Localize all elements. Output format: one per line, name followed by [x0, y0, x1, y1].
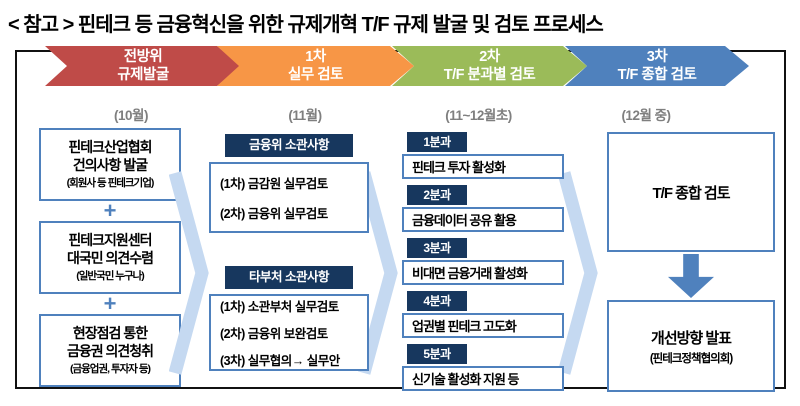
stage-arrow-subcommittee-review: 2차 T/F 분과별 검토 — [392, 46, 587, 86]
box-onsite-inspection: 현장점검 통한 금융권 의견청취 (금융업권, 투자자 등) — [39, 314, 181, 387]
review-step: (1차) 소관부처 실무검토 — [220, 300, 339, 314]
box-fintech-support-center: 핀테크지원센터 대국민 의견수렴 (일반국민 누구나) — [39, 221, 181, 294]
chevron-right-icon — [169, 171, 209, 375]
subcommittee-3: 3분과 비대면 금융거래 활성화 — [402, 238, 564, 285]
box-subtitle: (핀테크정책협의회) — [649, 352, 733, 365]
box-tf-comprehensive-review: T/F 종합 검토 — [607, 132, 775, 252]
chevron-right-icon — [558, 171, 598, 375]
chip-fsc-jurisdiction: 금융위 소관사항 — [225, 134, 353, 157]
column-final-review: T/F 종합 검토 개선방향 발표 (핀테크정책협의회) — [607, 132, 775, 392]
subcommittee-topic: 업권별 핀테크 고도화 — [402, 313, 564, 338]
stage-arrow-working-review: 1차 실무 검토 — [217, 46, 414, 86]
box-other-ministry-review-steps: (1차) 소관부처 실무검토 (2차) 금융위 보완검토 (3차) 실무협의→ … — [209, 294, 369, 371]
subcommittee-chip: 2분과 — [407, 185, 467, 205]
box-subtitle: (일반국민 누구나) — [76, 270, 145, 282]
subcommittee-1: 1분과 핀테크 투자 활성화 — [402, 132, 564, 179]
spacer — [209, 233, 369, 266]
chevron-right-icon — [358, 171, 398, 375]
subcommittee-5: 5분과 신기술 활성화 지원 등 — [402, 344, 564, 391]
page-title: < 참고 > 핀테크 등 금융혁신을 위한 규제개혁 T/F 규제 발굴 및 검… — [8, 14, 604, 36]
subcommittee-topic: 금융데이터 공유 활용 — [402, 207, 564, 232]
subcommittee-chip: 1분과 — [407, 132, 467, 152]
subcommittee-chip: 3분과 — [407, 238, 467, 258]
stage-month-4: (12월 중) — [621, 108, 671, 123]
stage-arrow-discovery: 전방위 규제발굴 — [45, 46, 241, 86]
down-arrow-icon — [668, 254, 714, 298]
stage-arrow-label: 1차 실무 검토 — [288, 48, 343, 83]
plus-icon: + — [103, 198, 117, 223]
box-title: 핀테크지원센터 대국민 의견수렴 — [66, 232, 154, 266]
box-title: 개선방향 발표 — [651, 329, 732, 347]
diagram-frame: 전방위 규제발굴 1차 실무 검토 2차 T/F 분과별 검토 3차 T/F 종… — [15, 50, 786, 392]
subcommittee-topic: 비대면 금융거래 활성화 — [402, 260, 564, 285]
subcommittee-topic: 신기술 활성화 지원 등 — [402, 366, 564, 391]
review-step: (2차) 금융위 보완검토 — [220, 327, 328, 341]
subcommittee-4: 4분과 업권별 핀테크 고도화 — [402, 291, 564, 338]
plus-icon: + — [103, 291, 117, 316]
stage-month-3: (11~12월초) — [445, 108, 512, 123]
box-title: T/F 종합 검토 — [652, 184, 730, 202]
stage-arrow-final-review: 3차 T/F 종합 검토 — [565, 46, 749, 86]
review-step: (2차) 금융위 실무검토 — [220, 207, 328, 221]
stage-month-1: (10월) — [114, 108, 148, 123]
box-fsc-review-steps: (1차) 금감원 실무검토 (2차) 금융위 실무검토 — [209, 162, 369, 233]
review-step: (1차) 금감원 실무검토 — [220, 177, 328, 191]
stage-month-2: (11월) — [288, 108, 322, 123]
box-subtitle: (금융업권, 투자자 등) — [69, 363, 151, 375]
stage-arrow-label: 전방위 규제발굴 — [117, 48, 169, 83]
box-improvement-announcement: 개선방향 발표 (핀테크정책협의회) — [607, 300, 775, 392]
column-subcommittees: 1분과 핀테크 투자 활성화 2분과 금융데이터 공유 활용 3분과 비대면 금… — [402, 132, 564, 397]
stage-arrow-label: 3차 T/F 종합 검토 — [617, 48, 697, 83]
box-title: 현장점검 통한 금융권 의견청취 — [66, 325, 154, 359]
box-subtitle: (회원사 등 핀테크기업) — [66, 177, 155, 189]
subcommittee-chip: 5분과 — [407, 344, 467, 364]
stage-arrow-label: 2차 T/F 분과별 검토 — [443, 48, 536, 83]
chip-other-ministry-jurisdiction: 타부처 소관사항 — [225, 266, 353, 289]
subcommittee-2: 2분과 금융데이터 공유 활용 — [402, 185, 564, 232]
column-discovery-sources: 핀테크산업협회 건의사항 발굴 (회원사 등 핀테크기업) + 핀테크지원센터 … — [39, 128, 181, 387]
box-title: 핀테크산업협회 건의사항 발굴 — [68, 139, 152, 173]
column-working-review: 금융위 소관사항 (1차) 금감원 실무검토 (2차) 금융위 실무검토 타부처… — [209, 134, 369, 371]
subcommittee-topic: 핀테크 투자 활성화 — [402, 154, 564, 179]
box-fintech-association: 핀테크산업협회 건의사항 발굴 (회원사 등 핀테크기업) — [39, 128, 181, 201]
review-step: (3차) 실무협의→ 실무안 — [220, 354, 340, 368]
subcommittee-chip: 4분과 — [407, 291, 467, 311]
